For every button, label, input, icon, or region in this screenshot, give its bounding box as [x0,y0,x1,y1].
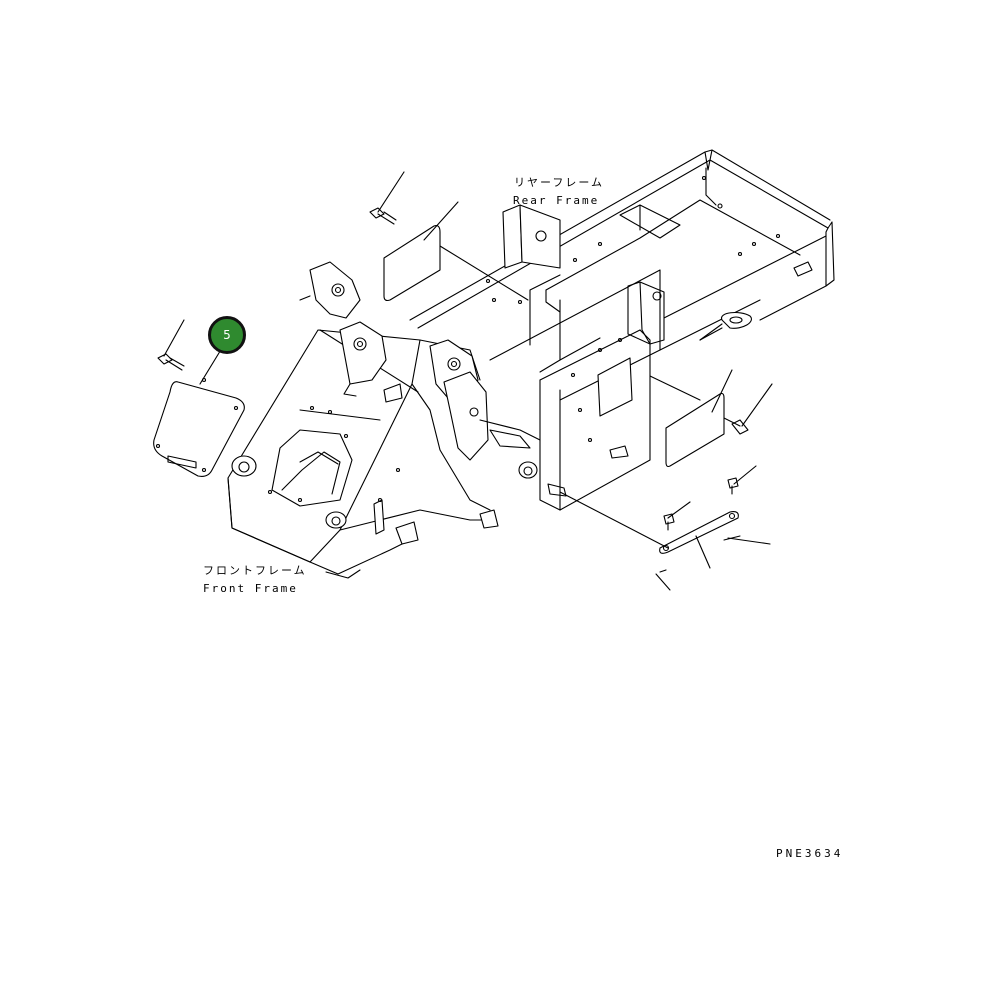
drawing-code: PNE3634 [776,847,844,860]
front-frame-label-en: Front Frame [203,582,298,595]
rear-frame-drawing [409,149,835,511]
rear-frame-label-jp: リヤーフレーム [514,176,605,189]
cover-plates [153,207,749,573]
front-frame-label-jp: フロントフレーム [203,564,307,577]
rear-frame-label-en: Rear Frame [513,194,600,207]
leader-lines [163,171,773,591]
callout-5-button[interactable]: 5 [208,316,246,354]
front-frame-drawing [227,261,541,579]
